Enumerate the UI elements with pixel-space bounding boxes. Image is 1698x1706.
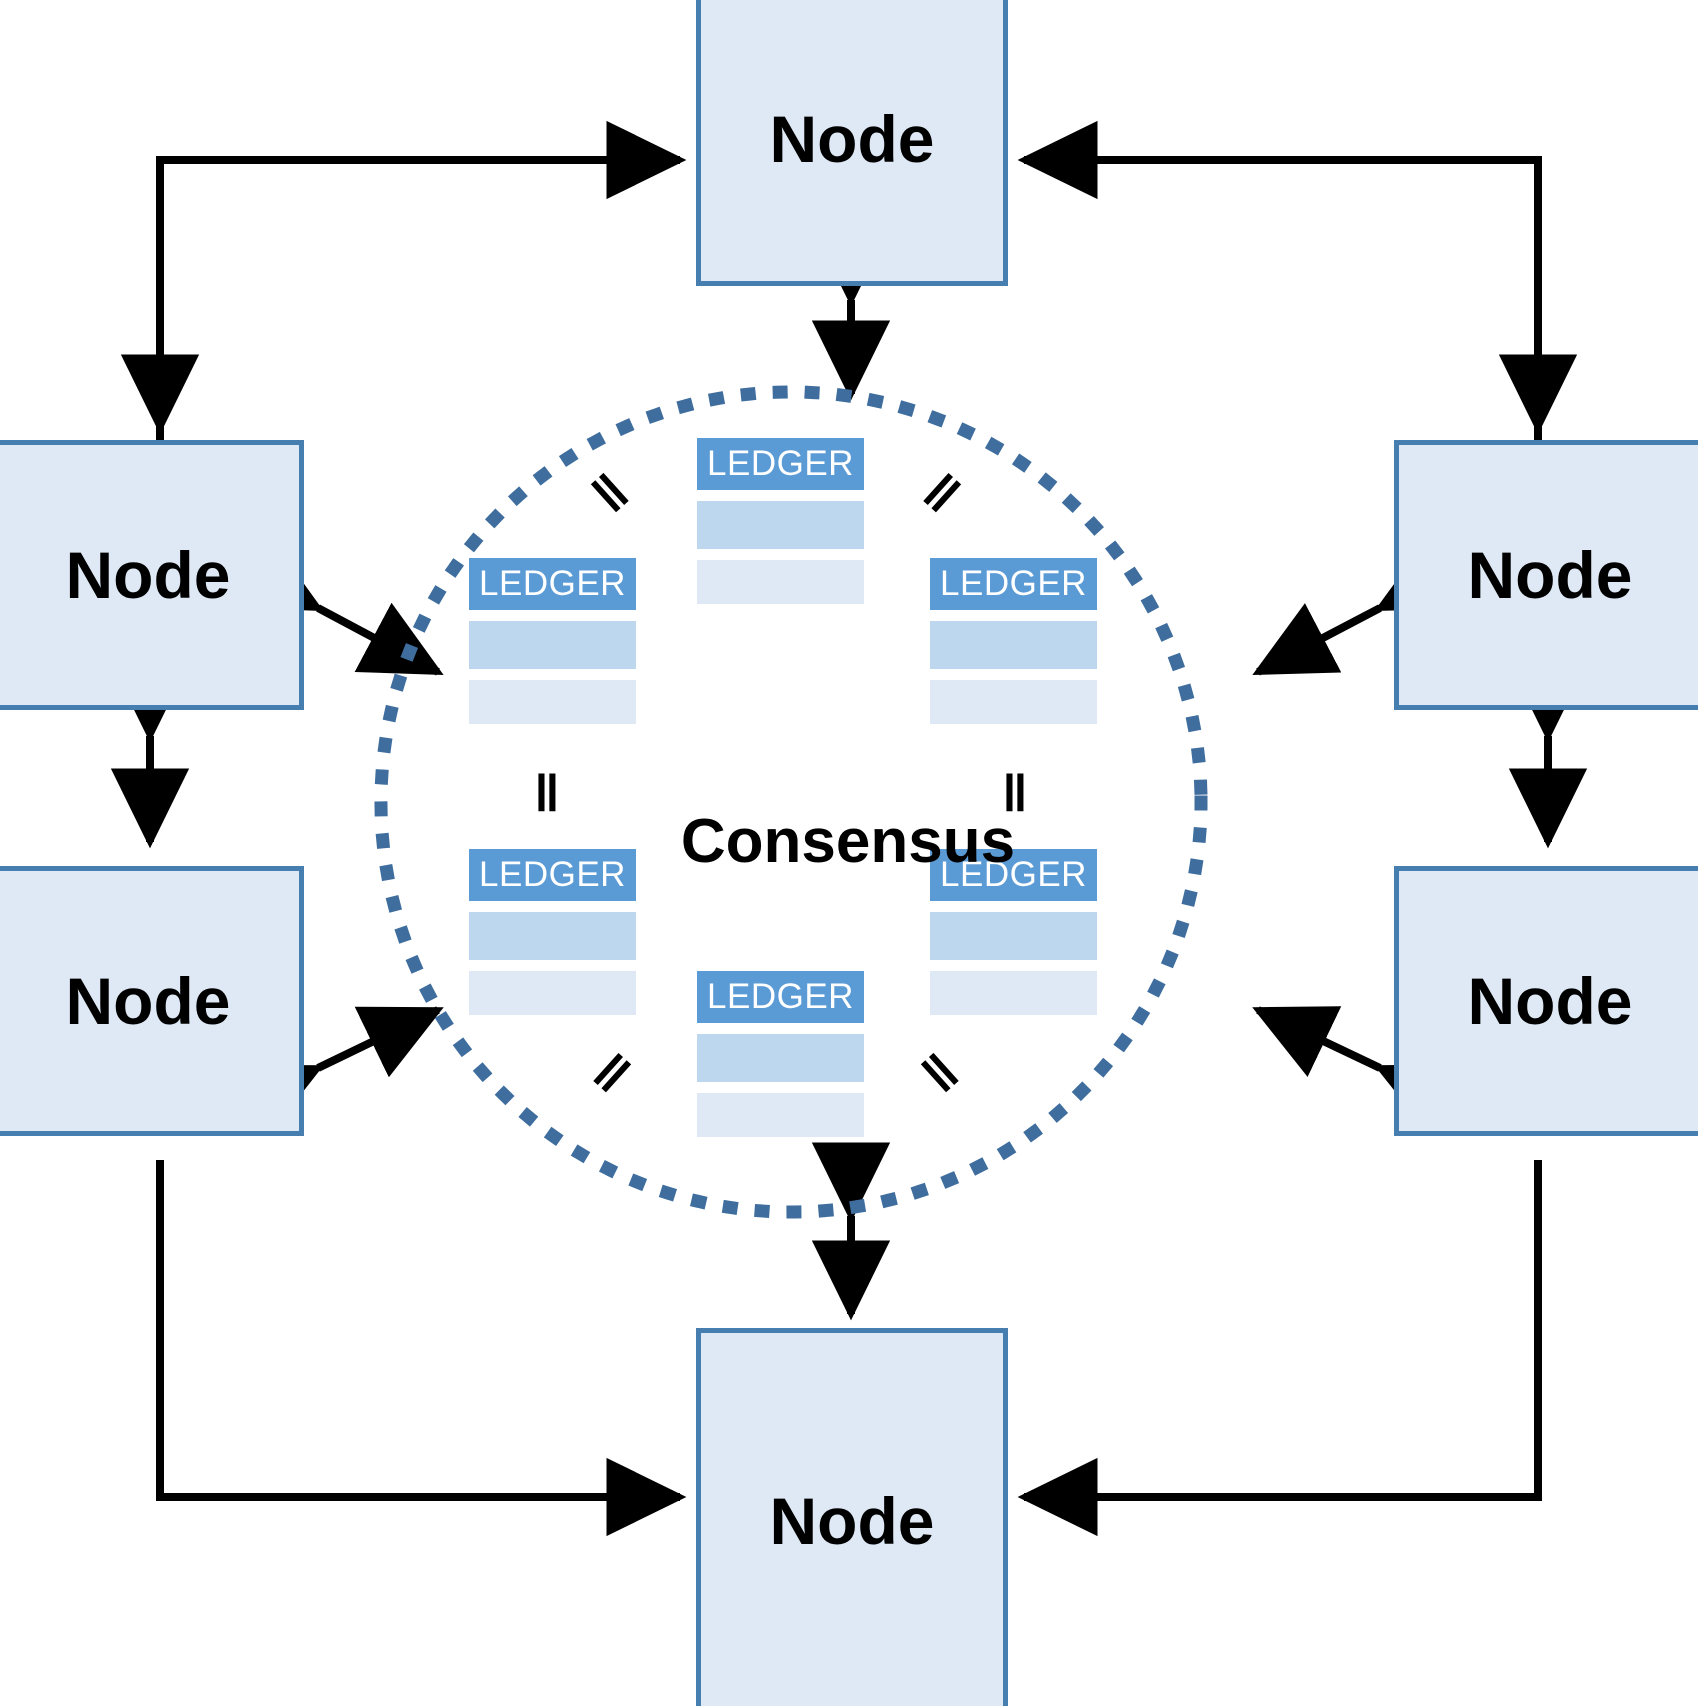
- ledger-row-secondary: [697, 1093, 864, 1137]
- arrow-right-upper-to-center: [1252, 539, 1464, 676]
- ledger-header: LEDGER: [930, 558, 1097, 610]
- arrow-right-lower-to-bottom: [1017, 1160, 1542, 1537]
- node-box-left-upper[interactable]: Node: [0, 440, 304, 710]
- ledger-row-secondary: [697, 560, 864, 604]
- ledger-row-secondary: [469, 971, 636, 1015]
- node-label: Node: [769, 1484, 935, 1558]
- ledger-header: LEDGER: [930, 849, 1097, 901]
- ledger-row-primary: [697, 1034, 864, 1082]
- arrow-left-lower-to-center: [234, 1006, 444, 1136]
- ledger-header: LEDGER: [469, 849, 636, 901]
- ledger-row-secondary: [469, 680, 636, 724]
- ledger-row-primary: [469, 912, 636, 960]
- ledger-stack-top[interactable]: LEDGER: [697, 438, 864, 604]
- node-box-left-lower[interactable]: Node: [0, 866, 304, 1136]
- equals-mark-mid-right: ‖: [1002, 765, 1030, 823]
- ledger-stack-upper-left[interactable]: LEDGER: [469, 558, 636, 724]
- ledger-stack-upper-right[interactable]: LEDGER: [930, 558, 1097, 724]
- node-box-right-upper[interactable]: Node: [1394, 440, 1698, 710]
- node-box-right-lower[interactable]: Node: [1394, 866, 1698, 1136]
- node-box-top[interactable]: Node: [696, 0, 1008, 286]
- ledger-row-secondary: [930, 680, 1097, 724]
- ledger-row-primary: [469, 621, 636, 669]
- node-label: Node: [769, 102, 935, 176]
- node-box-bottom[interactable]: Node: [696, 1328, 1008, 1706]
- ledger-row-secondary: [930, 971, 1097, 1015]
- ledger-row-primary: [930, 912, 1097, 960]
- arrow-left-upper-to-center: [234, 538, 444, 676]
- node-label: Node: [1467, 964, 1633, 1038]
- arrow-right-lower-to-center: [1252, 1006, 1464, 1136]
- ledger-row-primary: [930, 621, 1097, 669]
- node-label: Node: [65, 964, 231, 1038]
- node-label: Node: [65, 538, 231, 612]
- ledger-stack-lower-left[interactable]: LEDGER: [469, 849, 636, 1015]
- ledger-header: LEDGER: [697, 438, 864, 490]
- ledger-header: LEDGER: [697, 971, 864, 1023]
- consensus-label: Consensus: [680, 807, 1016, 876]
- ledger-header: LEDGER: [469, 558, 636, 610]
- equals-mark-mid-left: ‖: [534, 765, 562, 823]
- arrow-left-lower-to-bottom: [156, 1160, 687, 1537]
- ledger-stack-lower-right[interactable]: LEDGER: [930, 849, 1097, 1015]
- consensus-circle: [374, 385, 1208, 1219]
- ledger-stack-bottom[interactable]: LEDGER: [697, 971, 864, 1137]
- ledger-row-primary: [697, 501, 864, 549]
- node-label: Node: [1467, 538, 1633, 612]
